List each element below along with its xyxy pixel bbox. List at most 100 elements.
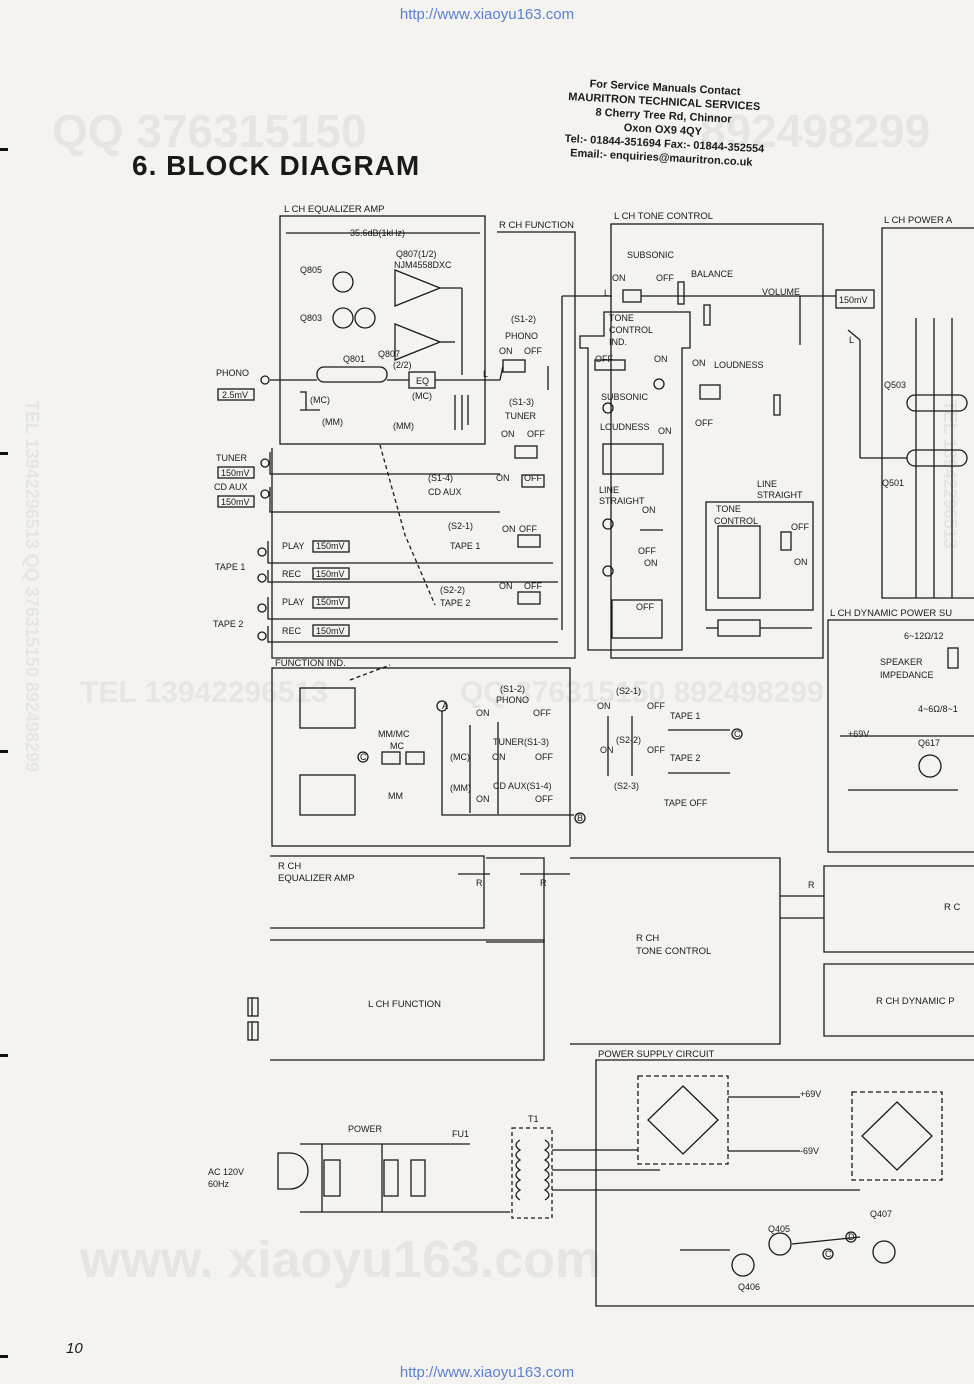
level-label: 150mV (221, 468, 250, 478)
switch-label: PHONO (505, 331, 538, 341)
control-label: STRAIGHT (757, 490, 803, 500)
on-label: ON (476, 708, 490, 718)
transistor-label: Q617 (918, 738, 940, 748)
block-label: L CH POWER A (884, 215, 953, 226)
block-label: L CH DYNAMIC POWER SU (830, 608, 952, 619)
node-label: A (442, 701, 448, 711)
switch-label: (S2-2) (440, 585, 465, 595)
input-label: CD AUX (214, 482, 248, 492)
off-label: OFF (535, 794, 553, 804)
input-jacks (217, 375, 558, 643)
tape-label: TAPE OFF (664, 798, 708, 808)
tape-play-label: PLAY (282, 597, 304, 607)
block-label: FUNCTION IND. (275, 658, 346, 669)
off-label: OFF (533, 708, 551, 718)
on-label: ON (502, 524, 516, 534)
switch-label: SUBSONIC (601, 392, 649, 402)
switch-label: PHONO (496, 695, 529, 705)
on-label: ON (476, 794, 490, 804)
binding-mark (0, 1355, 8, 1358)
on-label: ON (644, 558, 658, 568)
block-label: EQUALIZER AMP (278, 873, 355, 884)
level-label: 150mV (316, 569, 345, 579)
channel-l-label: L (849, 335, 854, 345)
control-label: LINE (757, 479, 777, 489)
control-label: VOLUME (762, 287, 800, 297)
tape-rec-label: REC (282, 626, 302, 636)
switch-label: (S1-2) (511, 314, 536, 324)
channel-r-label: R (808, 880, 815, 890)
watermark-qq-mid: QQ 376315150 892498299 (460, 676, 824, 709)
node-label: D (848, 1232, 855, 1242)
off-label: OFF (791, 522, 809, 532)
off-label: OFF (638, 546, 656, 556)
block-label: R CH FUNCTION (499, 220, 574, 231)
tape-play-label: PLAY (282, 541, 304, 551)
input-label: TAPE 2 (213, 619, 243, 629)
level-label: 150mV (221, 497, 250, 507)
off-label: OFF (524, 473, 542, 483)
transistor-label: Q406 (738, 1282, 760, 1292)
block-label: TONE CONTROL (636, 946, 711, 957)
level-label: 150mV (839, 295, 868, 305)
transistor-label: Q801 (343, 354, 365, 364)
voltage-label: +69V (848, 729, 869, 739)
switch-label: SUBSONIC (627, 250, 675, 260)
node-label: B (577, 813, 583, 823)
switch-label: (S1-3) (509, 397, 534, 407)
switch-label: (MC) (412, 391, 432, 401)
watermark-qq: QQ 376315150 (52, 105, 367, 157)
input-label: TAPE 1 (215, 562, 245, 572)
node-label: C (734, 729, 741, 739)
page-title: 6. BLOCK DIAGRAM (132, 150, 421, 181)
fuse-label: FU1 (452, 1129, 469, 1139)
source-url-bottom[interactable]: http://www.xiaoyu163.com (399, 1364, 575, 1381)
ic-label: NJM4558DXC (394, 260, 452, 270)
channel-r-label: R (540, 878, 547, 888)
on-label: ON (492, 752, 506, 762)
input-label: PHONO (216, 368, 249, 378)
gain-label: 35.6dB(1kHz) (350, 228, 405, 238)
lower-blocks (247, 855, 974, 1061)
speaker-label: SPEAKER (880, 657, 923, 667)
tape-label: TAPE 2 (670, 753, 700, 763)
ac-input-label: 60Hz (208, 1179, 230, 1189)
transistor-label: Q805 (300, 265, 322, 275)
input-label: TUNER (216, 453, 247, 463)
control-label: BALANCE (691, 269, 733, 279)
node-label: C (360, 752, 367, 762)
block-label: R CH (278, 861, 301, 872)
impedance-range: 4~6Ω/8~1 (918, 704, 958, 714)
off-label: OFF (647, 745, 665, 755)
switch-label: (S2-3) (614, 781, 639, 791)
switch-label: MM/MC (378, 729, 410, 739)
on-label: ON (597, 701, 611, 711)
ic-label: (2/2) (393, 360, 412, 370)
tape-rec-label: REC (282, 569, 302, 579)
eq-label: EQ (416, 376, 429, 386)
on-label: ON (499, 581, 513, 591)
on-label: ON (658, 426, 672, 436)
switch-label: CD AUX (428, 487, 462, 497)
off-label: OFF (647, 701, 665, 711)
level-label: 150mV (316, 626, 345, 636)
impedance-label: IMPEDANCE (880, 670, 934, 680)
on-label: ON (499, 346, 513, 356)
ic-label: Q807(1/2) (396, 249, 437, 259)
block-label: CONTROL (714, 516, 758, 526)
block-label: R CH (636, 933, 659, 944)
level-label: 150mV (316, 541, 345, 551)
binding-mark (0, 1054, 8, 1057)
on-label: ON (654, 354, 668, 364)
off-label: OFF (519, 524, 537, 534)
block-label: L CH FUNCTION (368, 999, 441, 1010)
tone-control-ind-block (579, 311, 691, 651)
switch-label: (MM) (450, 783, 471, 793)
node-label: C (825, 1249, 832, 1259)
on-label: ON (612, 273, 626, 283)
source-url-top[interactable]: http://www.xiaoyu163.com (399, 6, 575, 23)
block-label: CONTROL (609, 325, 653, 335)
transistor-label: Q407 (870, 1209, 892, 1219)
on-label: ON (642, 505, 656, 515)
